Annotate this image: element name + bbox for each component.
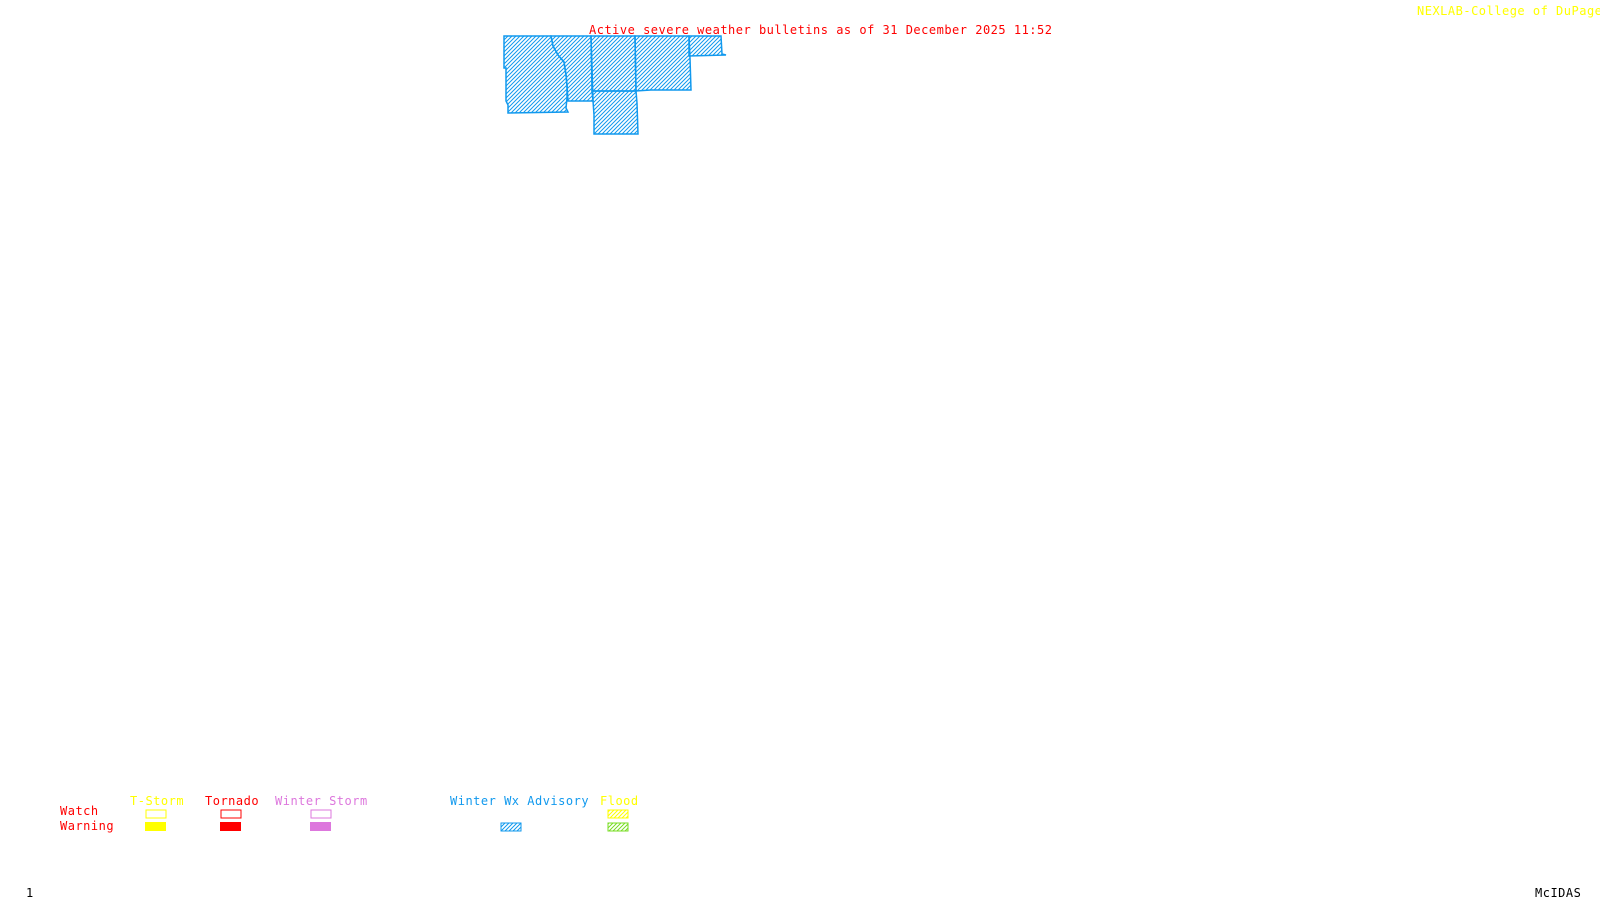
credit-text: NEXLAB-College of DuPage — [1417, 4, 1600, 18]
legend-swatches — [145, 809, 629, 832]
advisory-region — [634, 35, 692, 92]
software-label: McIDAS — [1535, 886, 1582, 900]
tornado-watch-swatch — [220, 809, 242, 819]
legend-winter-storm-label: Winter Storm — [275, 794, 368, 808]
winter-wx-advisory-warning-swatch — [500, 822, 522, 832]
credit-label: NEXLAB-College of DuPage ⇲ — [1417, 4, 1600, 18]
legend-row-watch: Watch — [60, 804, 99, 818]
page-title: Active severe weather bulletins as of 31… — [589, 23, 1053, 37]
legend-row-warning: Warning — [60, 819, 115, 833]
legend-winter-wx-advisory-label: Winter Wx Advisory — [450, 794, 590, 808]
winter-storm-watch-swatch — [310, 809, 332, 819]
advisory-region — [591, 90, 639, 135]
winter-storm-warning-swatch — [310, 822, 331, 831]
tstorm-warning-swatch — [145, 822, 166, 831]
tornado-warning-swatch — [220, 822, 241, 831]
advisory-region — [688, 35, 727, 57]
advisory-region — [590, 35, 637, 92]
advisory-regions — [503, 35, 727, 135]
legend-tornado-label: Tornado — [205, 794, 260, 808]
legend-flood-label: Flood — [600, 794, 639, 808]
flood-watch-swatch — [607, 809, 629, 819]
flood-warning-swatch — [607, 822, 629, 832]
legend-tstorm-label: T-Storm — [130, 794, 185, 808]
frame-number: 1 — [26, 886, 34, 900]
tstorm-watch-swatch — [145, 809, 167, 819]
